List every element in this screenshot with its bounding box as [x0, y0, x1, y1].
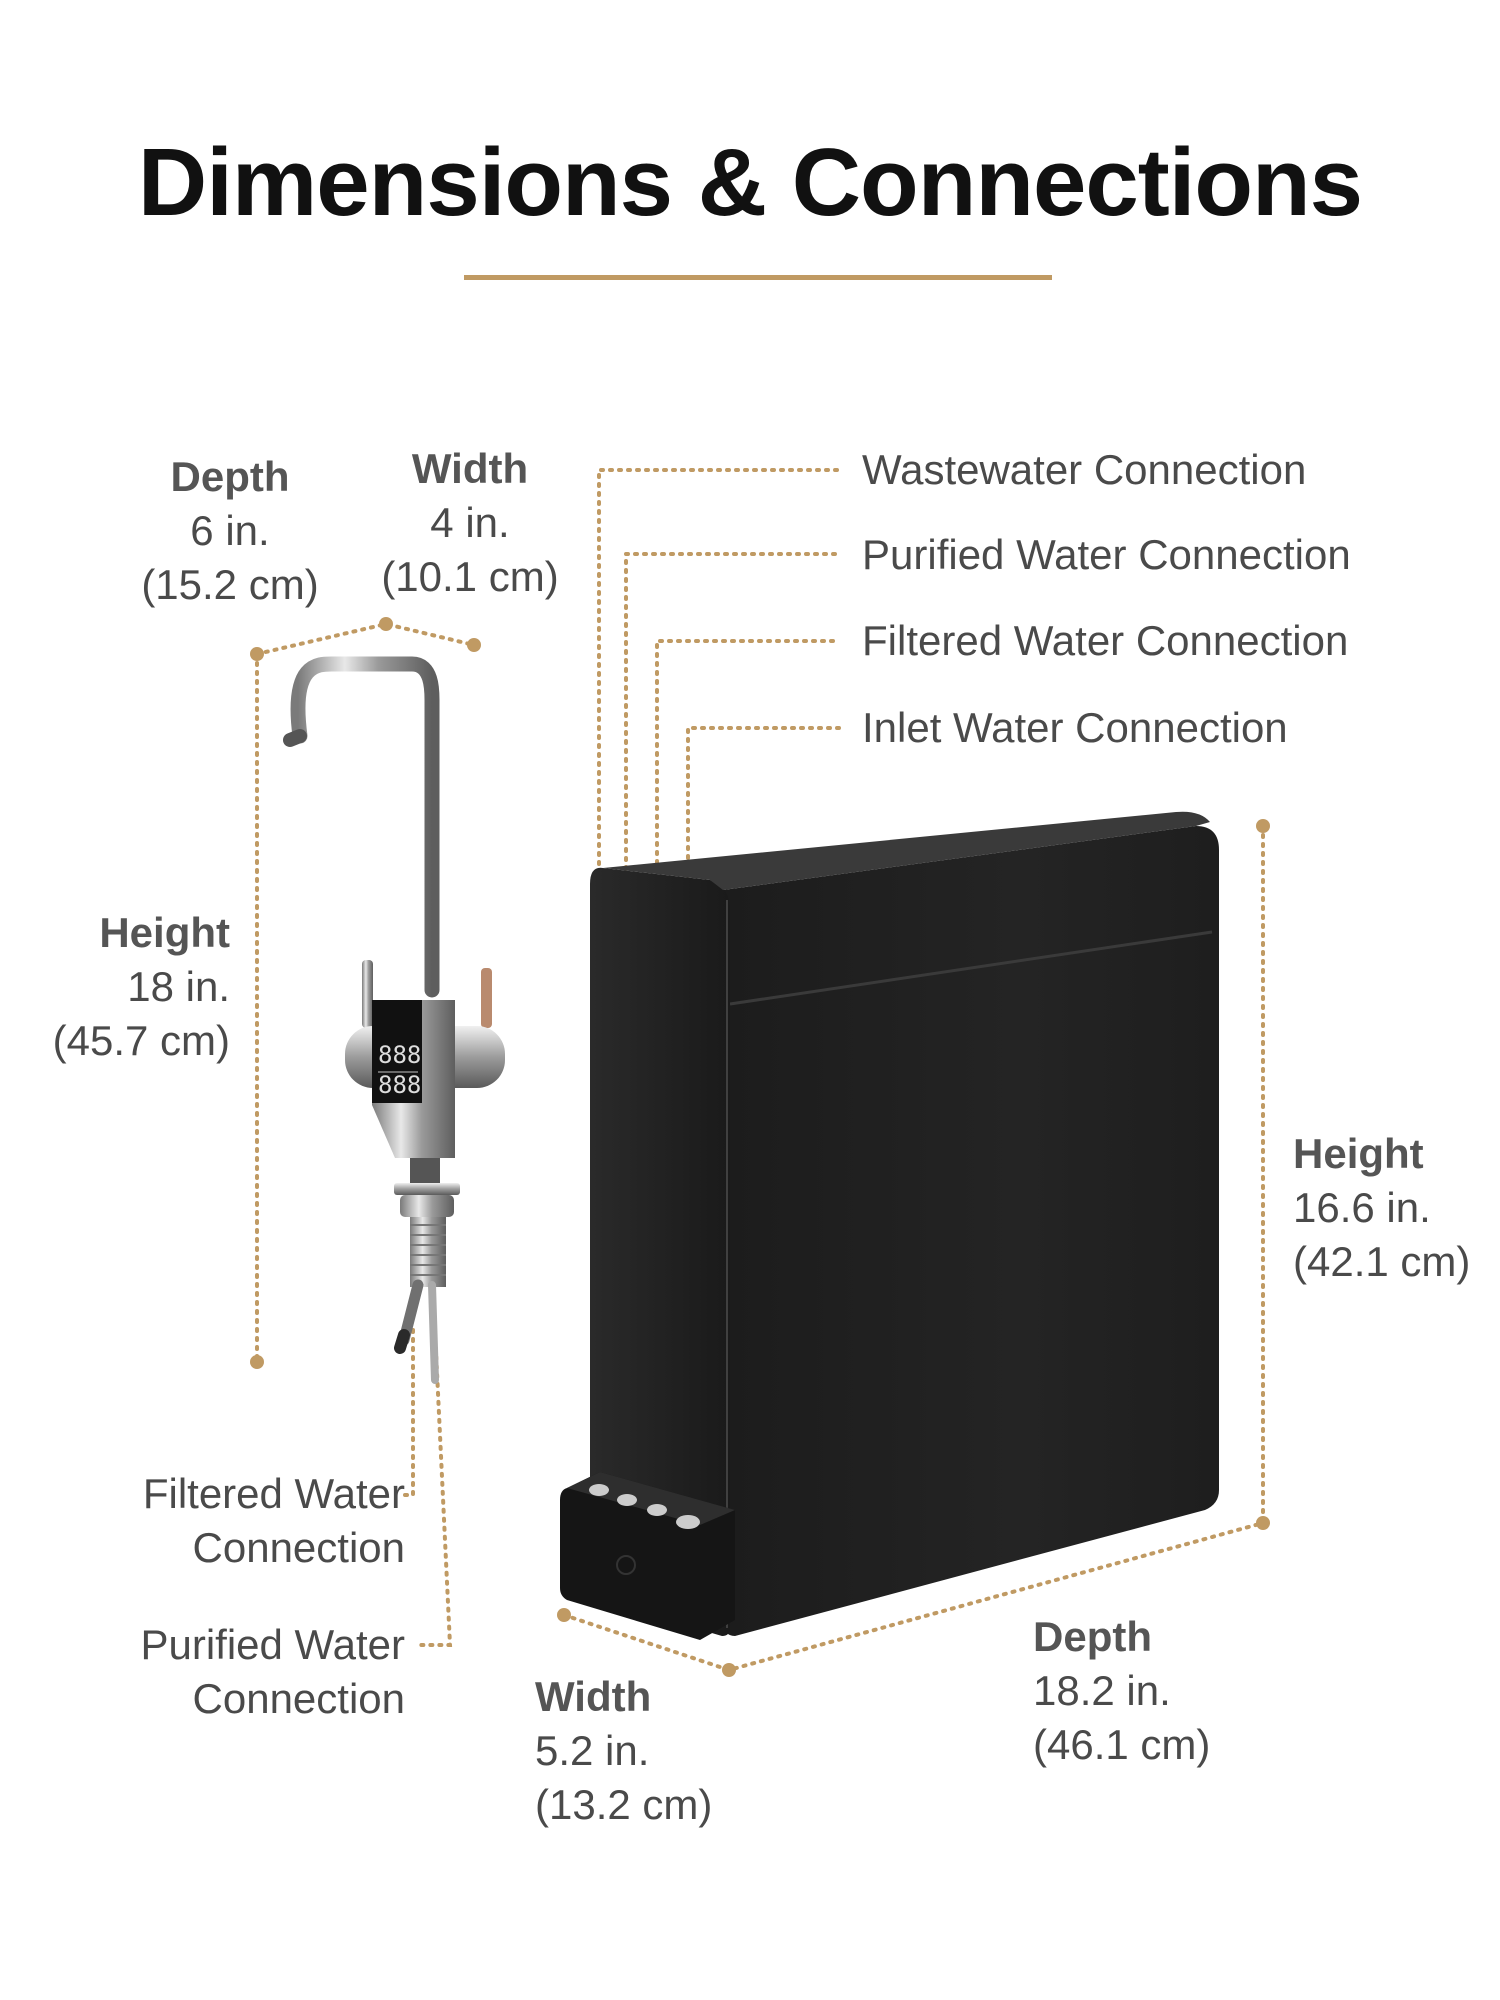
inlet-water-connection-label: Inlet Water Connection — [862, 704, 1288, 751]
filtered-water-connection-label: Filtered Water Connection — [862, 617, 1349, 664]
purifier-unit — [560, 811, 1219, 1640]
faucet: 888 888 — [283, 656, 505, 1384]
unit-depth-cm: (46.1 cm) — [1033, 1721, 1211, 1768]
connection-ports — [589, 1484, 700, 1529]
faucet-filtered-line2: Connection — [192, 1524, 405, 1571]
purified-water-connection-label: Purified Water Connection — [862, 531, 1351, 578]
wastewater-connection-label: Wastewater Connection — [862, 446, 1307, 493]
unit-depth-label: Depth 18.2 in. (46.1 cm) — [1033, 1610, 1253, 1772]
faucet-width-title: Width — [411, 445, 529, 492]
faucet-depth-cm: (15.2 cm) — [141, 561, 319, 608]
svg-text:888: 888 — [378, 1071, 421, 1099]
page-title: Dimensions & Connections — [137, 129, 1363, 236]
unit-depth-inches: 18.2 in. — [1033, 1667, 1171, 1714]
faucet-width-inches: 4 in. — [430, 499, 510, 546]
unit-height-label: Height 16.6 in. (42.1 cm) — [1293, 1127, 1493, 1289]
svg-text:888: 888 — [378, 1041, 421, 1069]
faucet-height-inches: 18 in. — [127, 963, 230, 1010]
faucet-connection-leaders — [403, 1328, 453, 1647]
faucet-height-label: Height 18 in. (45.7 cm) — [20, 906, 230, 1068]
faucet-filtered-line1: Filtered Water — [142, 1470, 405, 1517]
faucet-purified-connection-label: Purified Water Connection — [60, 1618, 405, 1726]
faucet-depth-label: Depth 6 in. (15.2 cm) — [130, 450, 330, 612]
unit-dimension-dots — [557, 819, 1270, 1677]
faucet-depth-title: Depth — [170, 453, 290, 500]
faucet-height-cm: (45.7 cm) — [52, 1017, 230, 1064]
unit-height-inches: 16.6 in. — [1293, 1184, 1431, 1231]
faucet-dimension-dots — [250, 617, 481, 1369]
faucet-width-cm: (10.1 cm) — [381, 553, 559, 600]
faucet-height-title: Height — [99, 909, 230, 956]
unit-height-cm: (42.1 cm) — [1293, 1238, 1471, 1285]
faucet-dimension-lines — [255, 621, 476, 1364]
title-underline — [464, 275, 1052, 280]
faucet-purified-line1: Purified Water — [140, 1621, 405, 1668]
unit-width-label: Width 5.2 in. (13.2 cm) — [535, 1670, 755, 1832]
faucet-depth-inches: 6 in. — [190, 507, 270, 554]
faucet-width-label: Width 4 in. (10.1 cm) — [370, 442, 570, 604]
unit-width-title: Width — [535, 1673, 652, 1720]
unit-depth-title: Depth — [1033, 1613, 1152, 1660]
digital-display-icon: 888 888 — [378, 1041, 421, 1099]
faucet-filtered-connection-label: Filtered Water Connection — [60, 1467, 405, 1575]
faucet-purified-line2: Connection — [192, 1675, 405, 1722]
unit-width-inches: 5.2 in. — [535, 1727, 650, 1774]
unit-height-title: Height — [1293, 1130, 1424, 1177]
unit-width-cm: (13.2 cm) — [535, 1781, 713, 1828]
